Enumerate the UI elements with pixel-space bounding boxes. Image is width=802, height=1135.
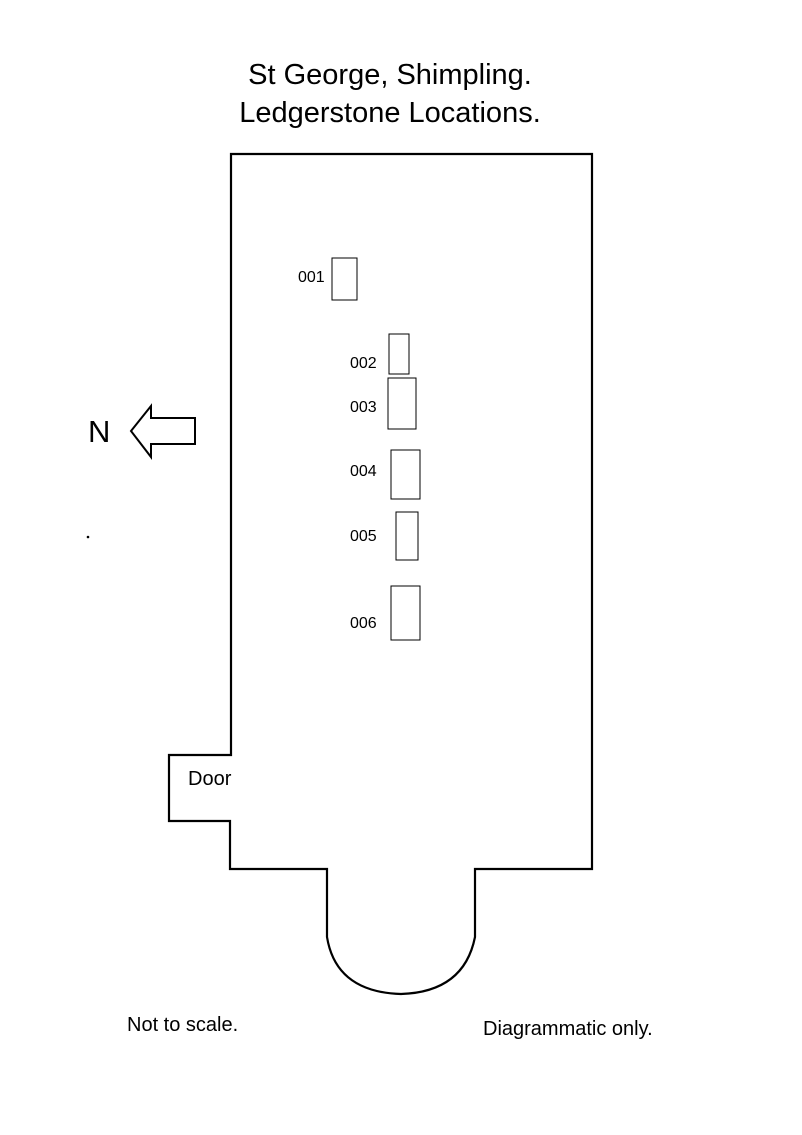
ledgerstone-005: 005 (350, 511, 419, 561)
stray-mark (86, 535, 90, 539)
ledgerstone-label: 005 (350, 528, 377, 545)
ledgerstone-label: 004 (350, 463, 377, 480)
ledgerstone-rect (390, 585, 421, 641)
left-arrow-outline-icon (129, 403, 196, 460)
ledgerstone-006: 006 (350, 585, 421, 641)
title-line-2: Ledgerstone Locations. (239, 97, 541, 129)
ledgerstone-rect (388, 333, 410, 375)
ledgerstone-label: 001 (298, 269, 325, 286)
title-line-1: St George, Shimpling. (248, 59, 532, 91)
ledgerstone-label: 006 (350, 615, 377, 632)
door-label: Door (188, 768, 232, 790)
ledgerstone-003: 003 (350, 377, 417, 430)
diagrammatic-only-note: Diagrammatic only. (483, 1018, 653, 1040)
ledgerstone-rect (395, 511, 419, 561)
ledgerstone-rect (390, 449, 421, 500)
ledgerstone-rect (387, 377, 417, 430)
north-indicator: N (88, 403, 196, 460)
ledgerstone-002: 002 (350, 333, 410, 375)
ledgerstone-rect (331, 257, 358, 301)
ledgerstone-label: 002 (350, 355, 377, 372)
ledgerstone-label: 003 (350, 399, 377, 416)
north-label: N (88, 414, 110, 449)
ledgerstone-001: 001 (298, 257, 358, 301)
church-outline (167, 152, 594, 996)
not-to-scale-note: Not to scale. (127, 1014, 238, 1036)
ledgerstone-004: 004 (350, 449, 421, 500)
